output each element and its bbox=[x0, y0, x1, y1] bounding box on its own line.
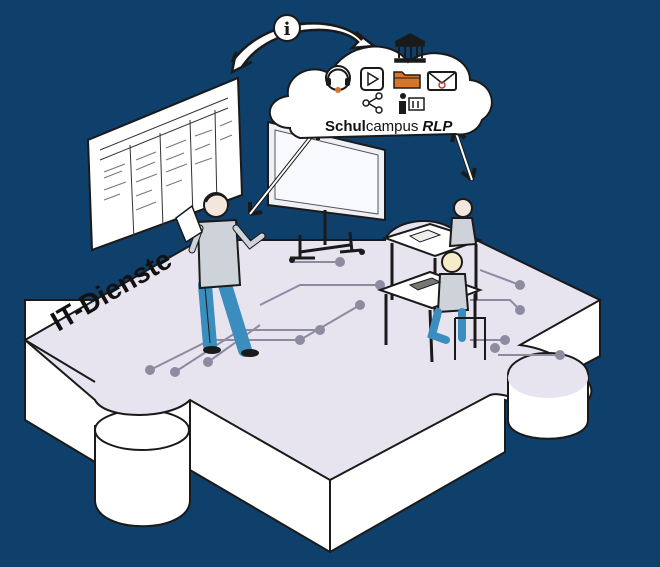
mail-icon bbox=[428, 72, 456, 90]
brand-bold: Schul bbox=[325, 118, 366, 135]
folder-icon bbox=[394, 72, 420, 88]
play-icon bbox=[361, 68, 383, 90]
info-icon-glyph: i bbox=[284, 19, 291, 40]
info-icon: i bbox=[274, 15, 300, 41]
puzzle-piece bbox=[25, 221, 600, 552]
brand-regular: campus bbox=[366, 118, 419, 135]
brand-suffix: RLP bbox=[422, 118, 453, 135]
